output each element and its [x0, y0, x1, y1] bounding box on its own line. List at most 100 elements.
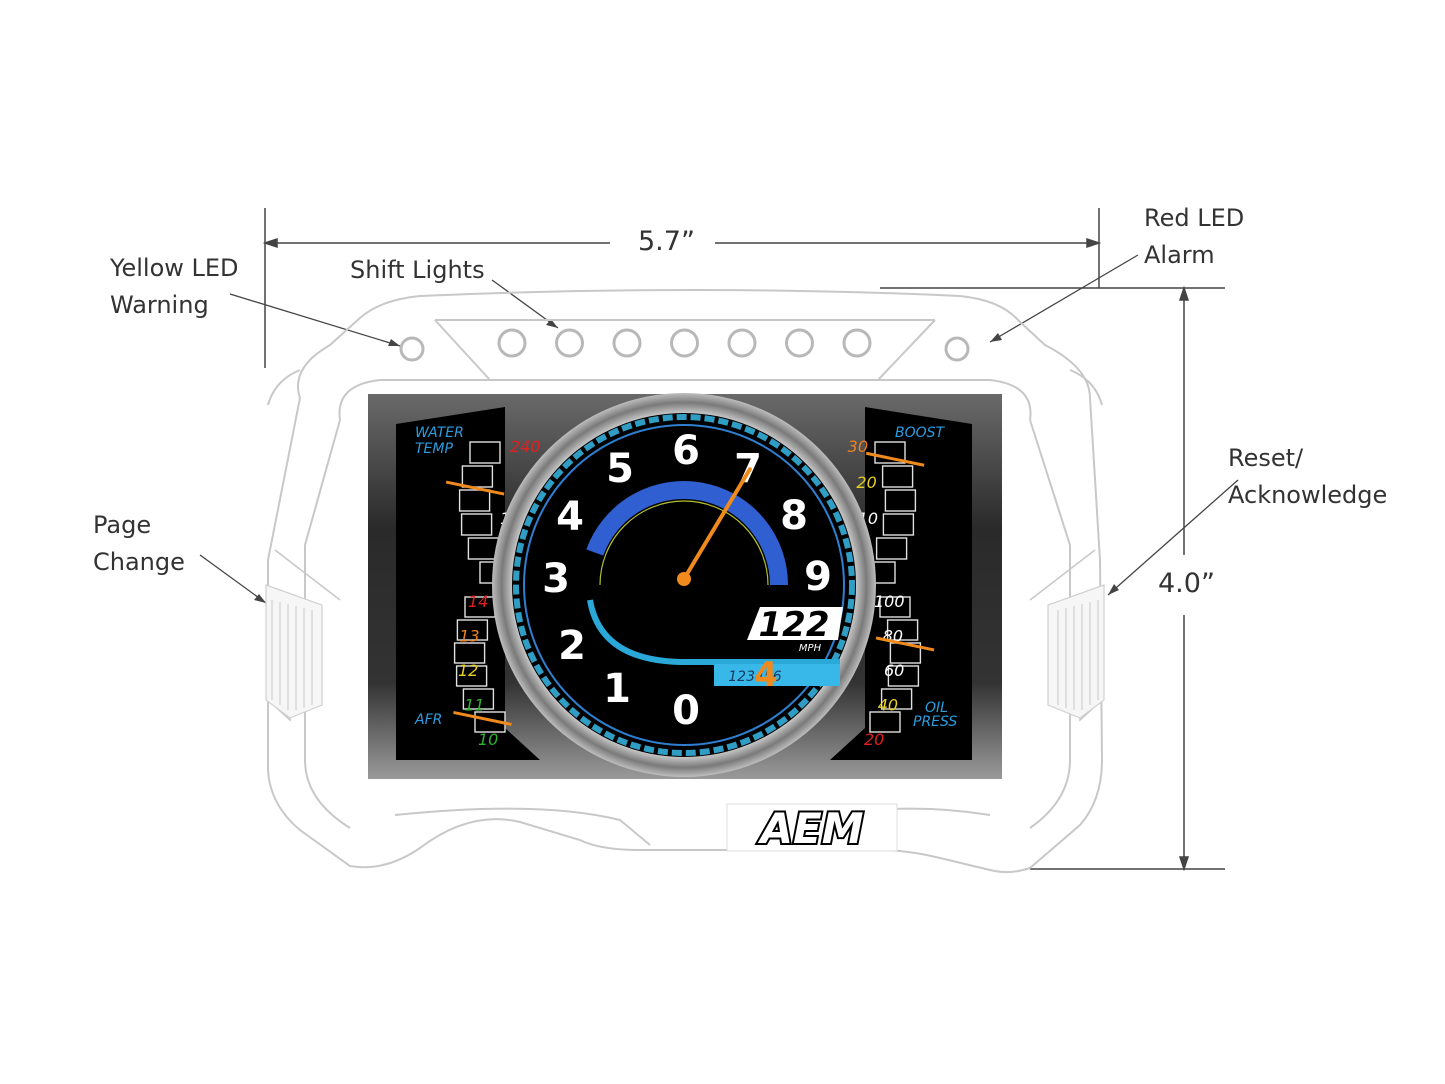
callout-yellow-led: Yellow LED Warning	[110, 250, 239, 324]
leader-yellow-led	[229, 293, 401, 347]
callout-red-led-line1: Red LED	[1144, 204, 1245, 232]
dimension-height-label: 4.0”	[1158, 568, 1215, 599]
gear-indicator: 4	[754, 655, 778, 695]
gauge-tick-label: 100	[874, 592, 905, 611]
callout-page-change-line2: Change	[93, 548, 185, 576]
dimension-width	[262, 208, 1102, 368]
odometer-bar: 123456 4	[714, 655, 840, 695]
gauge-segment	[886, 619, 919, 641]
callout-reset: Reset/ Acknowledge	[1228, 440, 1387, 514]
shift-light	[497, 328, 527, 358]
gauge-segment	[882, 513, 915, 536]
gauge-label: WATER	[415, 425, 464, 441]
side-button-right[interactable]	[1047, 584, 1105, 719]
left-gauge-panel	[396, 407, 540, 760]
speed-unit: MPH	[799, 643, 822, 654]
tach-number: 1	[603, 666, 631, 712]
shift-light	[612, 328, 642, 358]
speed-readout: 122 MPH	[747, 605, 843, 654]
gauge-segment	[875, 537, 908, 560]
leader-page-change	[199, 554, 267, 604]
callout-reset-line2: Acknowledge	[1228, 481, 1388, 509]
gauge-segment	[460, 513, 493, 536]
logo-text: AEM	[758, 804, 864, 853]
gauge-segment	[455, 665, 488, 687]
gauge-needle	[875, 636, 935, 652]
gauge-segment	[453, 642, 486, 664]
gauge-tick-label: 11	[464, 696, 484, 715]
callout-yellow-led-line1: Yellow LED	[110, 254, 239, 282]
gauge-segment	[874, 441, 906, 464]
gauge-segment	[880, 688, 913, 710]
red-led-alarm	[944, 336, 970, 362]
tach-blue-arc	[586, 481, 788, 586]
tach-inner-line	[599, 500, 769, 586]
gauge-segment	[469, 441, 501, 464]
gauge-tick-label: 13	[459, 627, 479, 646]
gauge-segment	[879, 596, 911, 618]
yellow-led-warning	[399, 336, 425, 362]
callout-reset-line1: Reset/	[1228, 444, 1304, 472]
gauge-label: TEMP	[415, 441, 453, 457]
gauge-segment	[456, 619, 489, 641]
gauge-segment	[461, 465, 494, 488]
dimension-width-label: 5.7”	[638, 226, 695, 257]
tach-number: 9	[804, 554, 832, 600]
gauge-tick-label: 240	[510, 437, 541, 456]
gauge-tick-label: 20	[864, 730, 884, 749]
gauge-needle	[445, 480, 505, 496]
shift-light	[785, 328, 814, 358]
callout-red-led: Red LED Alarm	[1144, 200, 1244, 274]
odometer-value: 123456	[728, 669, 782, 685]
gauge-tick-label: 40	[878, 696, 898, 715]
tach-number: 0	[672, 688, 700, 734]
shift-lights	[497, 328, 872, 358]
afr-gauge: AFR 14 13 12 11 10	[414, 592, 512, 749]
gauge-needle	[453, 710, 512, 726]
tach-numbers: 0123456789	[542, 428, 832, 734]
side-button-left[interactable]	[265, 584, 323, 719]
shift-light	[670, 328, 699, 358]
tach-number: 4	[556, 494, 584, 540]
gauge-tick-label: 10	[478, 730, 498, 749]
leader-reset	[1107, 479, 1239, 596]
tach-needle	[682, 467, 752, 581]
gauge-label: BOOST	[895, 425, 946, 441]
leader-lines	[199, 254, 1239, 604]
speed-value: 122	[759, 605, 830, 645]
shift-light	[842, 328, 872, 358]
tach-outer-scale	[513, 414, 855, 756]
gauge-tick-label: 14	[468, 592, 488, 611]
callout-red-led-line2: Alarm	[1144, 241, 1215, 269]
aem-logo: AEM	[726, 802, 898, 855]
gauge-segment	[869, 711, 901, 733]
right-gauge-panel	[830, 407, 972, 760]
gauge-segment	[887, 665, 920, 687]
tach-needle-hub	[677, 572, 691, 586]
callout-page-change: Page Change	[93, 507, 185, 581]
tach-number: 5	[606, 446, 634, 492]
tachometer: 0123456789	[492, 393, 876, 777]
tach-inner-scale	[523, 424, 845, 746]
tach-cyan-track	[587, 599, 840, 665]
gauge-segment	[884, 489, 917, 512]
callout-yellow-led-line2: Warning	[110, 291, 209, 319]
shift-light	[727, 328, 757, 358]
gauge-segment	[462, 688, 495, 710]
gauge-label: OIL	[925, 700, 948, 716]
tach-number: 3	[542, 556, 570, 602]
gauge-label: PRESS	[913, 714, 957, 730]
boost-gauge: BOOST3020100-10	[832, 425, 946, 600]
tach-number: 8	[780, 493, 808, 539]
tach-number: 6	[672, 428, 700, 474]
gauge-tick-label: 30	[848, 437, 868, 456]
gauge-label: AFR	[414, 712, 442, 728]
callout-page-change-line1: Page	[93, 511, 152, 539]
gauge-segment	[458, 489, 491, 512]
gauge-tick-label: 12	[458, 661, 478, 680]
gauge-needle	[865, 451, 925, 467]
callout-shift-lights: Shift Lights	[350, 256, 485, 284]
gauge-tick-label: 60	[884, 661, 904, 680]
